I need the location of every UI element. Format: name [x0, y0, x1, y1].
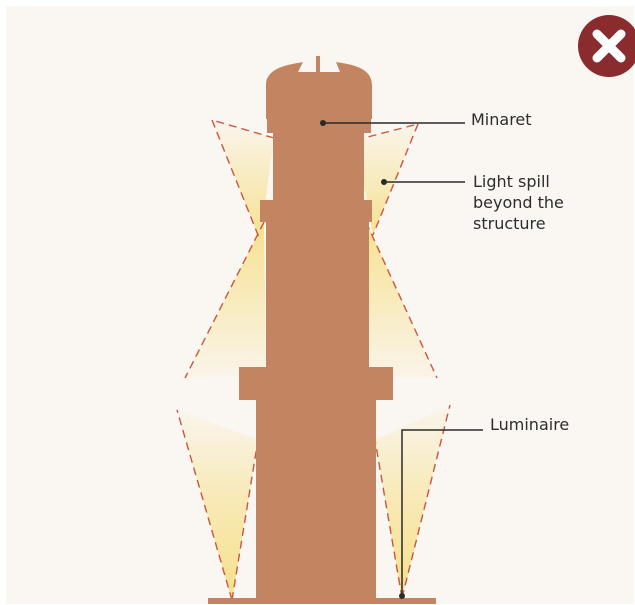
minaret-lighting-diagram	[6, 6, 634, 604]
crescent-icon	[308, 36, 328, 59]
minaret-label: Minaret	[471, 109, 532, 130]
light-spill-label: Light spill beyond the structure	[473, 171, 564, 234]
close-badge[interactable]	[578, 15, 635, 77]
finial	[316, 56, 320, 74]
light-spill-label-line1: Light spill	[473, 171, 564, 192]
luminaire-marker	[399, 593, 405, 599]
diagram-frame: Minaret Light spill beyond the structure…	[6, 6, 634, 604]
luminaire-label: Luminaire	[490, 414, 569, 435]
light-spill-label-line2: beyond the	[473, 192, 564, 213]
light-beam-low-right	[375, 405, 450, 598]
light-beam-low-left	[177, 410, 258, 600]
light-spill-label-line3: structure	[473, 213, 564, 234]
close-icon	[578, 15, 635, 77]
